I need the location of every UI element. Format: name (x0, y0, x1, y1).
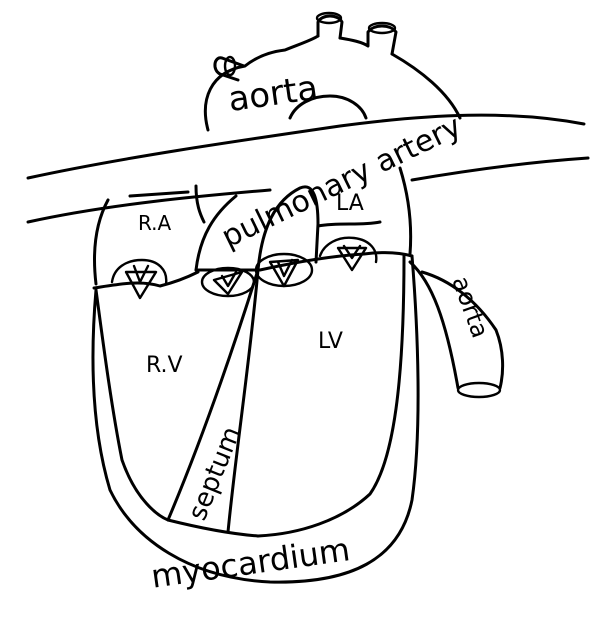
pulmonary-valve-icon (202, 268, 254, 296)
tricuspid-valve-icon (112, 260, 166, 298)
pulmonary-artery-label: pulmonary artery (216, 109, 467, 255)
aorta-side-label: aorta (446, 272, 494, 341)
myocardium-label: myocardium (149, 530, 352, 595)
rv-label: R.V (146, 353, 183, 378)
ra-label: R.A (138, 211, 172, 235)
lv-label: LV (318, 329, 343, 354)
aorta-top-label: aorta (226, 68, 320, 120)
ventricles (93, 256, 418, 582)
la-label: LA (336, 191, 364, 216)
septum-label: septum (183, 422, 248, 524)
